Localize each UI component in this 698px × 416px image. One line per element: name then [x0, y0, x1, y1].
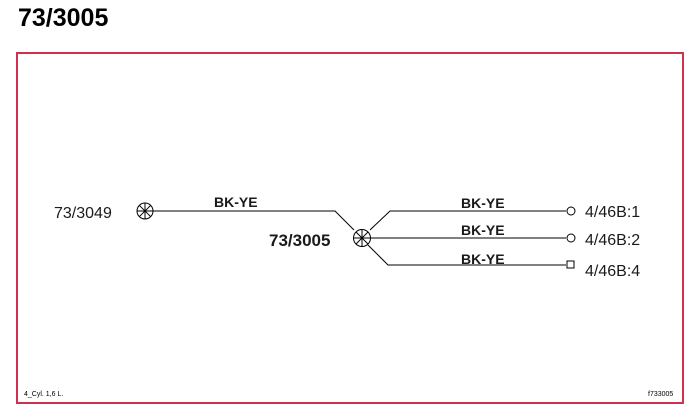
connector-73-3005-icon [353, 229, 371, 247]
branch-wire-3 [367, 244, 566, 266]
page-title: 73/3005 [18, 4, 109, 32]
left-wire [153, 210, 355, 231]
terminal-2-label: 4/46B:2 [585, 232, 640, 249]
terminal-1-label: 4/46B:1 [585, 204, 640, 221]
terminal-3-icon [566, 260, 575, 269]
connector-73-3049-icon [136, 202, 154, 220]
terminal-3-label: 4/46B:4 [585, 263, 640, 280]
terminal-2-icon [566, 233, 576, 243]
branch-wire-3-label: BK-YE [461, 251, 505, 267]
branch-wire-1-label: BK-YE [461, 195, 505, 211]
terminal-1-icon [566, 206, 576, 216]
diagram-frame [16, 52, 684, 404]
branch-wire-1 [369, 210, 566, 231]
branch-wire-2-label: BK-YE [461, 222, 505, 238]
center-connector-label: 73/3005 [269, 231, 330, 250]
left-connector-label: 73/3049 [54, 205, 112, 222]
left-wire-label: BK-YE [214, 194, 258, 210]
footer-figure-id: f733005 [648, 391, 674, 398]
footer-model-note: 4_Cyl. 1,6 L. [24, 391, 64, 398]
